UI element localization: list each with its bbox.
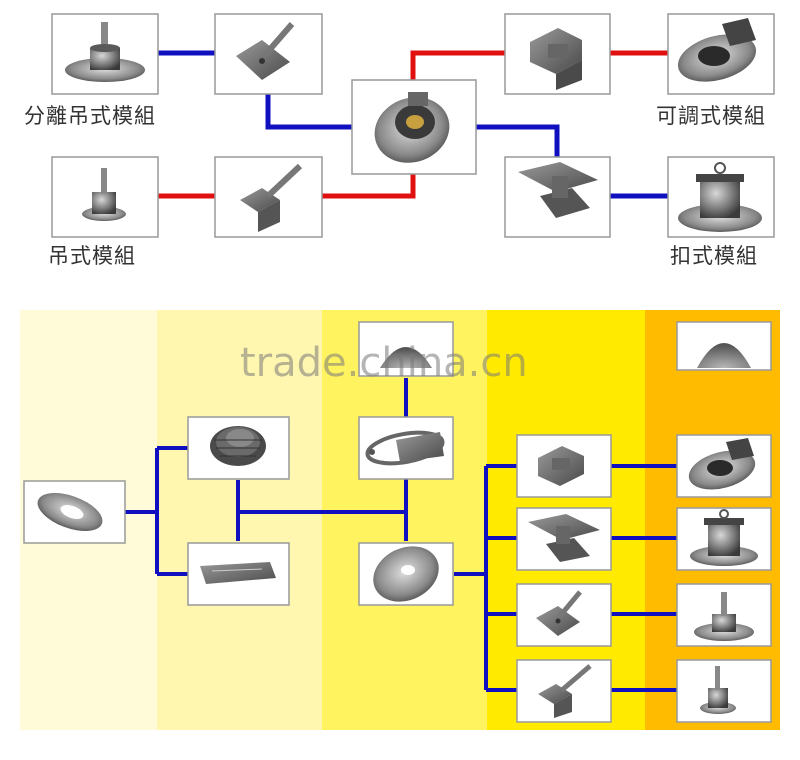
reflector-lamp-center-icon — [374, 92, 450, 163]
bottom-box-split-pendant-lamp — [676, 583, 772, 647]
top-box-split-pendant — [51, 13, 159, 95]
link-angled-to-center — [322, 174, 416, 199]
bottom-box-hanger-frame — [358, 416, 454, 480]
snap-bracket-icon — [518, 162, 598, 218]
hanger-frame-icon — [365, 430, 445, 466]
dome-lamp-icon — [697, 343, 751, 368]
rod-bracket-icon — [236, 22, 295, 80]
top-box-rod-bracket — [214, 13, 323, 95]
bottom-box-snap-bracket — [516, 507, 612, 571]
bottom-box-adjustable-bracket — [516, 434, 612, 498]
watermark: trade.china.cn — [240, 340, 528, 386]
adjustable-bracket-icon — [538, 446, 584, 486]
angled-rod-bracket-icon — [538, 664, 592, 718]
bottom-box-power-supply — [187, 542, 290, 606]
bottom-connectors — [125, 378, 677, 692]
bottom-box-pendant-lamp — [676, 659, 772, 723]
heatsink-icon — [210, 426, 266, 466]
top-box-snap-lamp — [667, 156, 775, 238]
top-box-pendant — [51, 156, 159, 238]
rod-bracket-icon — [536, 590, 582, 636]
bottom-box-snap-lamp — [676, 507, 772, 571]
dome-part-icon — [380, 347, 432, 368]
top-box-center-lamp — [351, 79, 477, 175]
label-pendant: 吊式模組 — [48, 244, 136, 268]
pendant-lamp-icon — [82, 168, 126, 221]
adjustable-lamp-icon — [677, 18, 757, 82]
top-box-snap-bracket — [504, 156, 611, 238]
bottom-box-reflector-ring — [23, 480, 126, 544]
bottom-box-heatsink — [187, 416, 290, 480]
top-box-adjustable-lamp — [667, 13, 775, 95]
label-adjustable: 可調式模組 — [656, 104, 766, 128]
label-snap-in: 扣式模組 — [670, 244, 758, 268]
split-pendant-lamp-icon — [694, 592, 754, 641]
power-supply-icon — [200, 562, 276, 584]
top-box-angled-rod-bracket — [214, 156, 323, 238]
bottom-box-dome-lamp — [676, 321, 772, 371]
reflector-disc-icon — [373, 546, 439, 602]
snap-bracket-icon — [528, 514, 600, 562]
bottom-box-angled-rod-bracket — [516, 659, 612, 723]
label-split-pendant: 分離吊式模組 — [24, 104, 156, 128]
top-box-adjustable-bracket — [504, 13, 611, 95]
snap-lamp-icon — [690, 509, 758, 566]
bottom-box-adjustable-lamp — [676, 434, 772, 498]
bottom-diagram — [20, 310, 780, 730]
top-connectors — [158, 50, 668, 199]
top-diagram — [51, 13, 775, 238]
link-center-to-adjustable — [410, 50, 505, 80]
bottom-box-dome-part — [358, 321, 454, 377]
adjustable-lamp-icon — [688, 438, 756, 490]
pendant-lamp-icon — [700, 666, 736, 714]
adjustable-bracket-icon — [530, 28, 582, 90]
angled-rod-bracket-icon — [240, 163, 303, 232]
bottom-box-reflector-disc — [358, 542, 454, 606]
snap-lamp-icon — [678, 162, 762, 232]
link-rod-to-center — [265, 92, 352, 130]
reflector-ring-icon — [37, 492, 103, 532]
bottom-box-rod-bracket — [516, 583, 612, 647]
link-center-to-snap — [476, 124, 560, 157]
split-pendant-lamp-icon — [65, 22, 145, 82]
